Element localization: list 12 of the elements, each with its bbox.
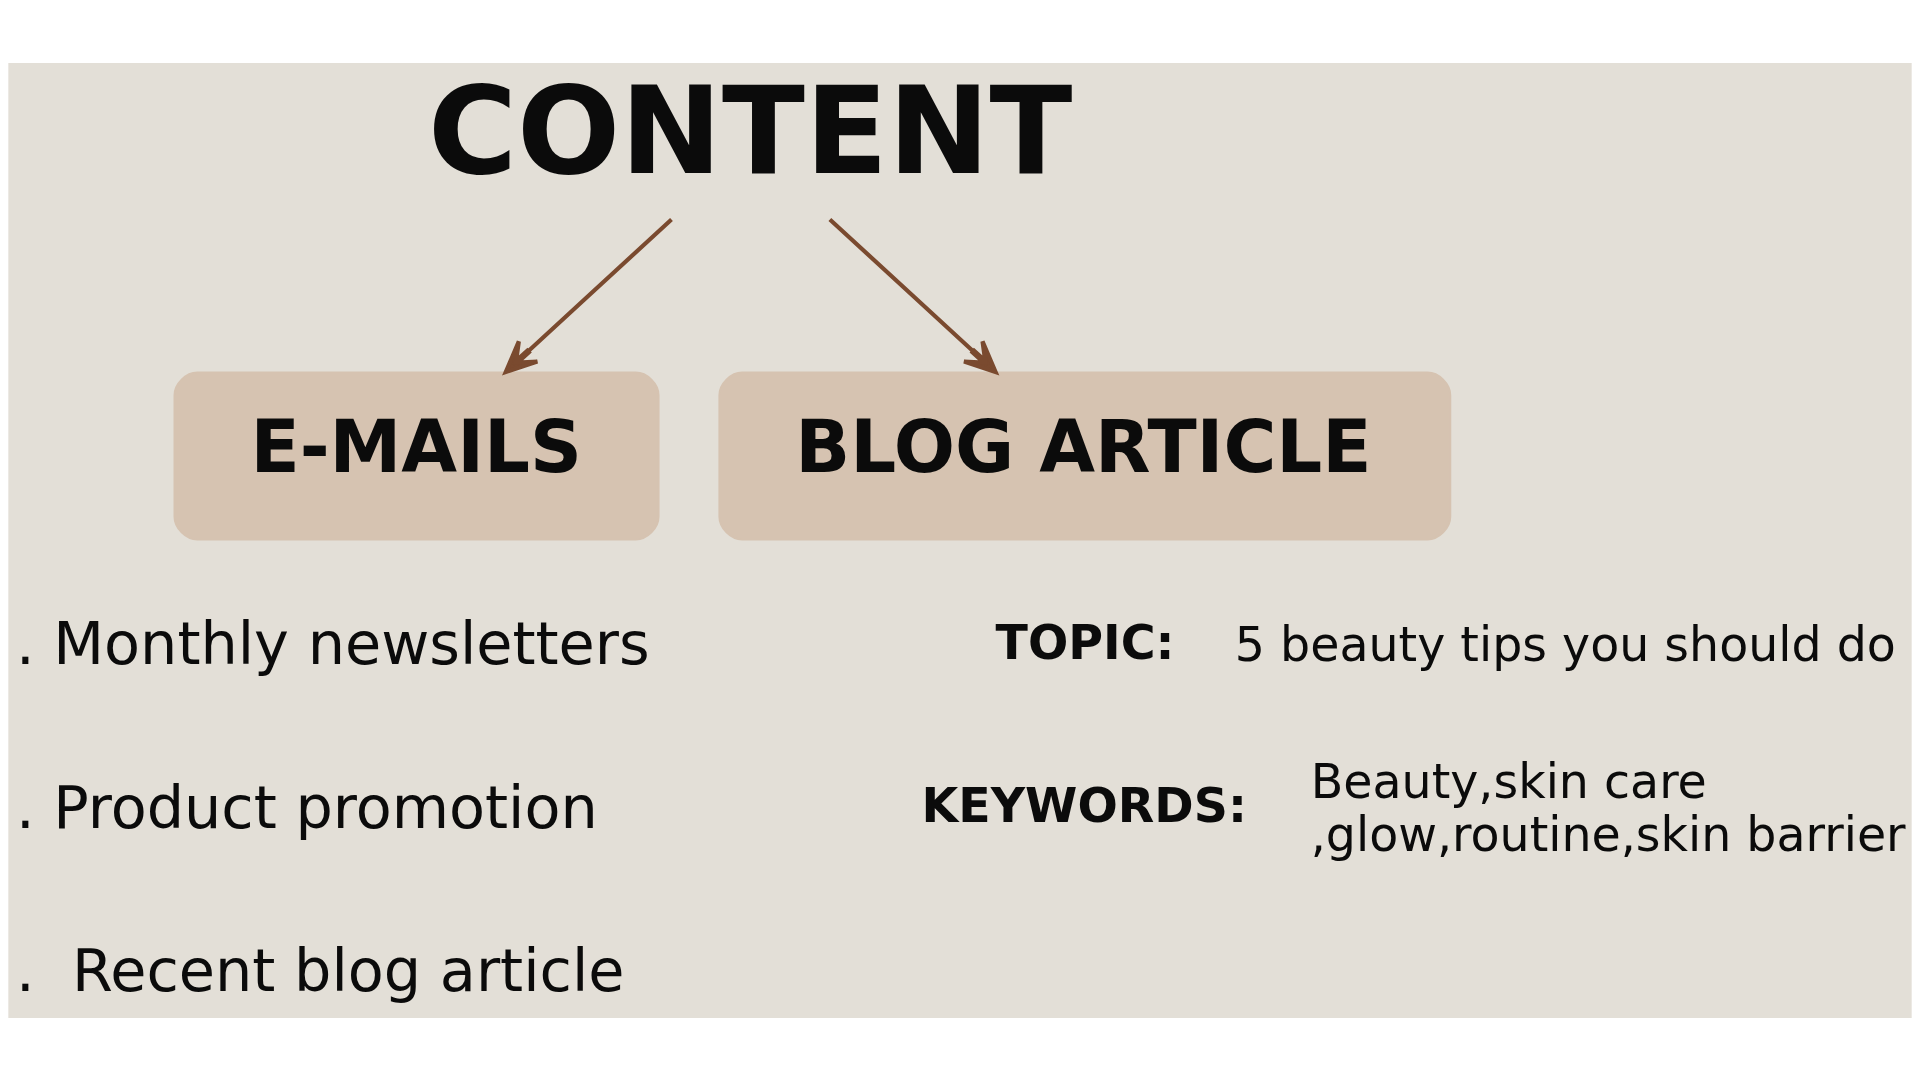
label: Beauty,skin care ,glow,routine,skin barrier [1310, 753, 1906, 862]
label: KEYWORDS: [921, 777, 1247, 833]
label: . Recent blog article [15, 935, 625, 1005]
arrow [828, 217, 998, 374]
label: . Product promotion [15, 772, 598, 842]
node-box: BLOG ARTICLE [718, 371, 1452, 540]
node-box: E-MAILS [173, 371, 660, 540]
label: . Monthly newsletters [15, 608, 650, 678]
label: 5 beauty tips you should do [1234, 616, 1896, 672]
node-text: CONTENT [427, 60, 1073, 202]
arrow [503, 217, 673, 374]
label: TOPIC: [995, 614, 1175, 670]
